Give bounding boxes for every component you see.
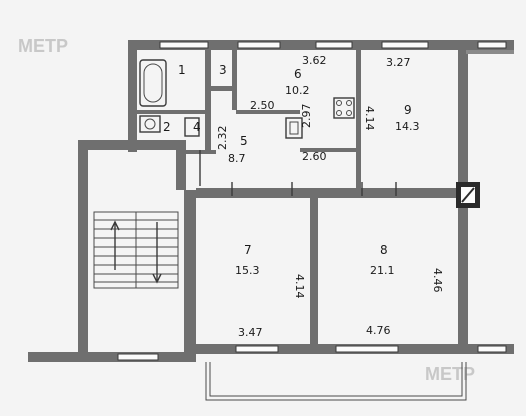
dimension-labels: 3.62 3.27 2.50 2.97 4.14 2.32 2.60 4.14 …	[216, 54, 444, 339]
sink	[184, 117, 200, 137]
room-labels: 1 2 3 4 5 8.7 6 10.2 7 15.3 8 21.1 9 14.…	[163, 63, 420, 277]
watermark-text-top: МЕТР	[18, 36, 68, 56]
kitchen-sink	[285, 117, 303, 139]
room-9-number: 9	[404, 103, 412, 117]
top-windows	[159, 41, 507, 49]
dim-room5-bottom: 2.60	[302, 150, 327, 163]
room-7-number: 7	[244, 243, 252, 257]
room-9-area: 14.3	[395, 120, 420, 133]
room-8-area: 21.1	[370, 264, 395, 277]
staircase	[93, 211, 179, 289]
interior-walls	[137, 50, 458, 344]
room-5-number: 5	[240, 134, 248, 148]
room-6-area: 10.2	[285, 84, 310, 97]
bottom-windows	[117, 345, 507, 361]
dim-top-left: 3.62	[302, 54, 327, 67]
room-5-area: 8.7	[228, 152, 246, 165]
dim-room6-vertical: 2.97	[300, 104, 313, 129]
dim-room8-bottom: 4.76	[366, 324, 391, 337]
dim-room6-inner: 2.50	[250, 99, 275, 112]
dim-room5-vertical: 2.32	[216, 126, 229, 151]
dim-top-right: 3.27	[386, 56, 411, 69]
outer-walls	[28, 40, 514, 362]
toilet	[139, 115, 161, 133]
room-2-number: 2	[163, 120, 171, 134]
room-1-number: 1	[178, 63, 186, 77]
room-7-area: 15.3	[235, 264, 260, 277]
door-markers	[199, 150, 397, 196]
room-6-number: 6	[294, 67, 302, 81]
balcony-outline	[205, 362, 467, 401]
ventilation-shaft	[456, 182, 480, 208]
watermark-text-bottom: МЕТР	[425, 364, 475, 384]
bathtub	[139, 59, 167, 107]
room-3-number: 3	[219, 63, 227, 77]
dim-room9-vertical: 4.14	[363, 106, 376, 131]
dim-room7-vertical: 4.14	[293, 274, 306, 299]
room-4-number: 4	[193, 120, 201, 134]
room-8-number: 8	[380, 243, 388, 257]
dim-room8-vertical: 4.46	[431, 268, 444, 293]
stove	[333, 97, 355, 119]
dim-room7-bottom: 3.47	[238, 326, 263, 339]
